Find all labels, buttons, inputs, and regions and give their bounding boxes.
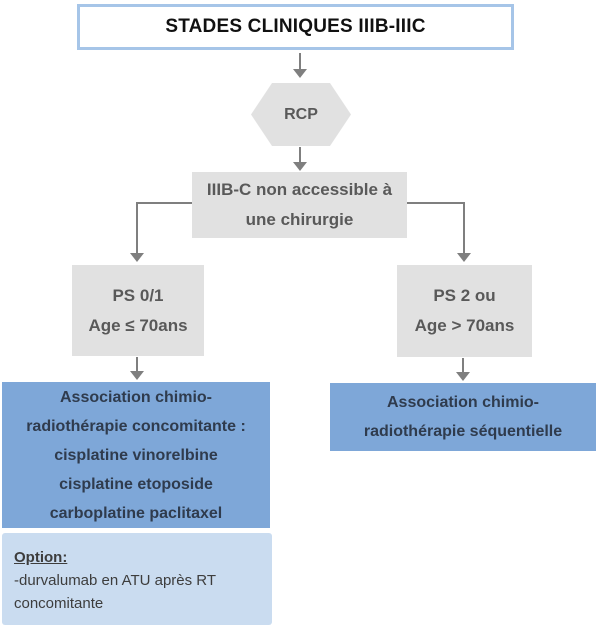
page-title: STADES CLINIQUES IIIB-IIIC [165,16,426,37]
connector-ps2-to-treatment [462,358,464,373]
rcp-node: RCP [251,83,351,146]
surgery-node: IIIB-C non accessible à une chirurgie [192,172,407,238]
connector-branch-right-vertical [463,202,465,254]
concomitant-treatment-node: Association chimio- radiothérapie concom… [2,382,270,528]
option-heading: Option: [14,549,68,566]
connector-ps01-to-treatment [136,357,138,372]
connector-branch-right-horizontal [407,202,465,204]
arrowhead-icon [293,162,307,171]
arrowhead-icon [457,253,471,262]
arrowhead-icon [456,372,470,381]
connector-branch-left-horizontal [136,202,192,204]
option-node: Option: -durvalumab en ATU après RT conc… [2,533,272,625]
sequential-treatment-node: Association chimio- radiothérapie séquen… [330,383,596,451]
criteria-ps01-node: PS 0/1 Age ≤ 70ans [72,265,204,356]
surgery-label: IIIB-C non accessible à une chirurgie [206,180,393,229]
criteria-ps2-label: PS 2 ou Age > 70ans [414,286,515,335]
connector-title-to-rcp [299,53,301,70]
arrowhead-icon [130,253,144,262]
option-body: -durvalumab en ATU après RT concomitante [14,572,217,612]
arrowhead-icon [293,69,307,78]
criteria-ps2-node: PS 2 ou Age > 70ans [397,265,532,357]
title-box: STADES CLINIQUES IIIB-IIIC [77,4,514,50]
connector-branch-left-vertical [136,202,138,254]
criteria-ps01-label: PS 0/1 Age ≤ 70ans [88,285,188,335]
arrowhead-icon [130,371,144,380]
concomitant-treatment-label: Association chimio- radiothérapie concom… [26,388,246,522]
rcp-label: RCP [284,105,318,123]
connector-rcp-to-surgery [299,147,301,163]
sequential-treatment-label: Association chimio- radiothérapie séquen… [363,394,563,440]
